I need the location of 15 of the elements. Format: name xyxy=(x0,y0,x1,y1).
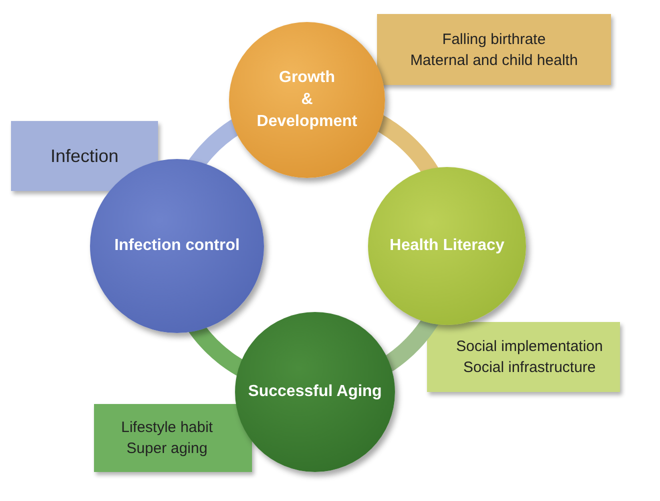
note-text: Falling birthrate xyxy=(442,30,546,50)
note-box xyxy=(11,121,158,191)
note-text: Maternal and child health xyxy=(410,50,578,70)
note-text: Social implementation xyxy=(456,337,603,357)
note-text: Social infrastructure xyxy=(463,358,596,378)
note-box xyxy=(94,404,252,472)
node-title: Successful Aging xyxy=(248,382,382,402)
note-text: Super aging xyxy=(126,439,208,459)
note-box xyxy=(427,322,620,392)
note-box xyxy=(377,14,611,85)
node-title: Growth & Development xyxy=(256,68,358,132)
note-text: Infection xyxy=(50,146,119,166)
node-title: Health Literacy xyxy=(390,236,504,256)
node-title: Infection control xyxy=(114,236,240,256)
note-text: Lifestyle habit xyxy=(121,418,213,438)
